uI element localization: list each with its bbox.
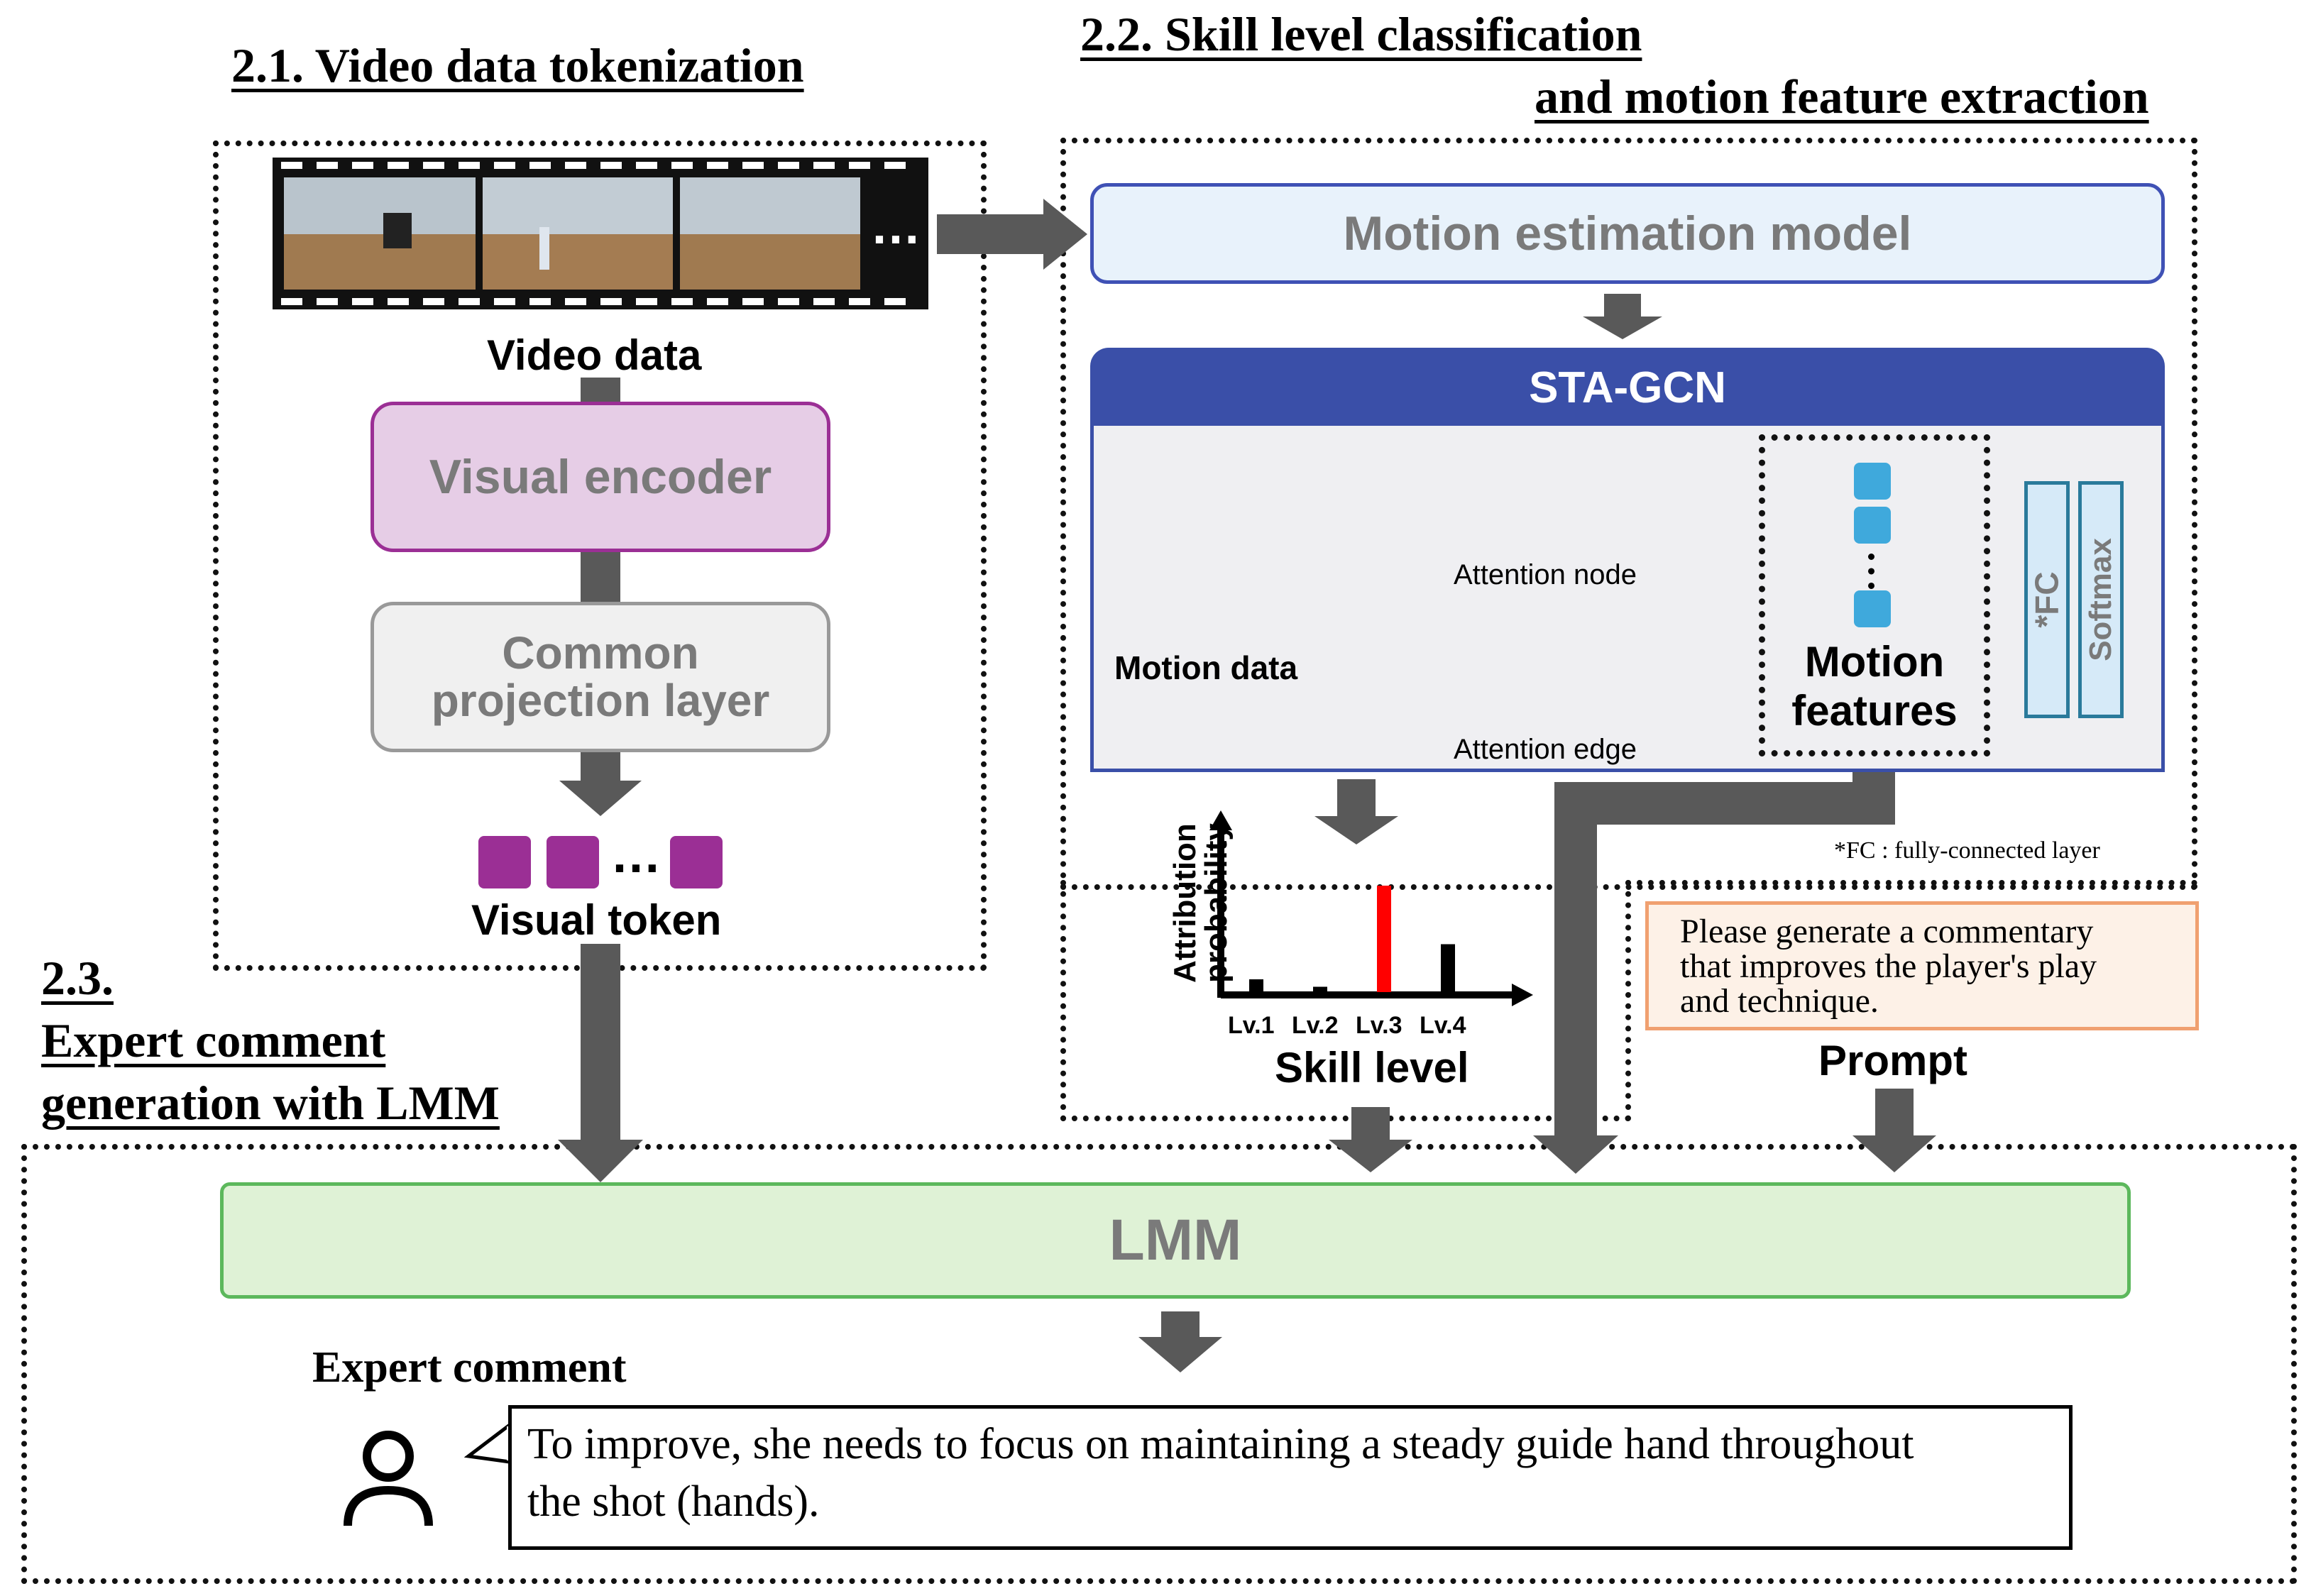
section-title-tokenization: 2.1. Video data tokenization — [231, 38, 804, 92]
section-title-generation-line3: generation with LMM — [41, 1076, 500, 1130]
chart-bar-1 — [1249, 979, 1263, 992]
visual-token-2 — [547, 836, 599, 888]
feature-square-3 — [1854, 590, 1891, 627]
softmax-layer: Softmax — [2078, 481, 2124, 718]
prompt-label: Prompt — [1818, 1037, 1967, 1084]
person-icon — [344, 1431, 433, 1526]
projection-line2: projection layer — [431, 675, 770, 726]
prompt-line2: that improves the player's play — [1680, 947, 2097, 985]
prompt-line3: and technique. — [1680, 981, 1879, 1020]
chart-tick-label: Lv.4 — [1420, 1012, 1466, 1039]
token-ellipsis: … — [610, 827, 662, 884]
motion-features-label: Motion features — [1766, 633, 1983, 739]
section-title-generation-line2: Expert comment — [41, 1013, 386, 1067]
motion-features-line1: Motion — [1804, 638, 1945, 686]
expert-comment-line2: the shot (hands). — [527, 1477, 820, 1526]
video-ellipsis: … — [870, 198, 921, 255]
chart-tick-label: Lv.2 — [1292, 1012, 1339, 1039]
motion-estimation-block: Motion estimation model — [1090, 183, 2165, 284]
stagcn-header: STA-GCN — [1090, 348, 2165, 427]
feature-square-dots — [1868, 554, 1882, 589]
chart-ylabel-line2: probability — [1199, 823, 1234, 983]
attention-node-label: Attention node — [1454, 559, 1637, 590]
generation-group — [21, 1144, 2297, 1584]
feature-square-1 — [1854, 463, 1891, 500]
stagcn-title: STA-GCN — [1529, 363, 1726, 412]
chart-ylabel-line1: Attribution — [1168, 823, 1202, 983]
chart-bar-4 — [1441, 944, 1455, 992]
fc-footnote: *FC : fully-connected layer — [1834, 837, 2100, 864]
chart-tick-label: Lv.3 — [1356, 1012, 1402, 1039]
motion-features-box — [1759, 434, 1990, 756]
section-title-generation-line1: 2.3. — [41, 951, 114, 1005]
expert-comment-label: Expert comment — [312, 1343, 627, 1392]
projection-line1: Common — [502, 627, 699, 678]
visual-encoder-block: Visual encoder — [370, 402, 830, 552]
section-title-classification-line2: and motion feature extraction — [1535, 70, 2149, 123]
prompt-group — [1625, 880, 2197, 887]
prompt-line1: Please generate a commentary — [1680, 913, 2094, 950]
fc-layer: *FC — [2024, 481, 2070, 718]
expert-comment-line1: To improve, she needs to focus on mainta… — [527, 1420, 1914, 1468]
video-filmstrip — [273, 158, 928, 309]
visual-token-1 — [478, 836, 531, 888]
visual-token-label: Visual token — [471, 896, 722, 944]
visual-token-3 — [670, 836, 723, 888]
lmm-block: LMM — [220, 1182, 2131, 1299]
chart-bar-3 — [1377, 886, 1391, 992]
section-title-classification-line1: 2.2. Skill level classification — [1080, 7, 1642, 61]
motion-features-line2: features — [1791, 687, 1958, 734]
expert-comment-bubble: To improve, she needs to focus on mainta… — [508, 1405, 2073, 1550]
classification-group-lower — [1060, 880, 1631, 1121]
chart-xlabel: Skill level — [1275, 1044, 1469, 1091]
video-data-label: Video data — [487, 331, 702, 379]
attention-edge-label: Attention edge — [1454, 734, 1637, 765]
projection-layer-block: Common projection layer — [370, 602, 830, 752]
chart-tick-label: Lv.1 — [1228, 1012, 1275, 1039]
prompt-note: Please generate a commentary that improv… — [1645, 901, 2199, 1030]
chart-bar-2 — [1313, 986, 1327, 992]
feature-square-2 — [1854, 507, 1891, 544]
motion-data-label: Motion data — [1114, 649, 1298, 686]
